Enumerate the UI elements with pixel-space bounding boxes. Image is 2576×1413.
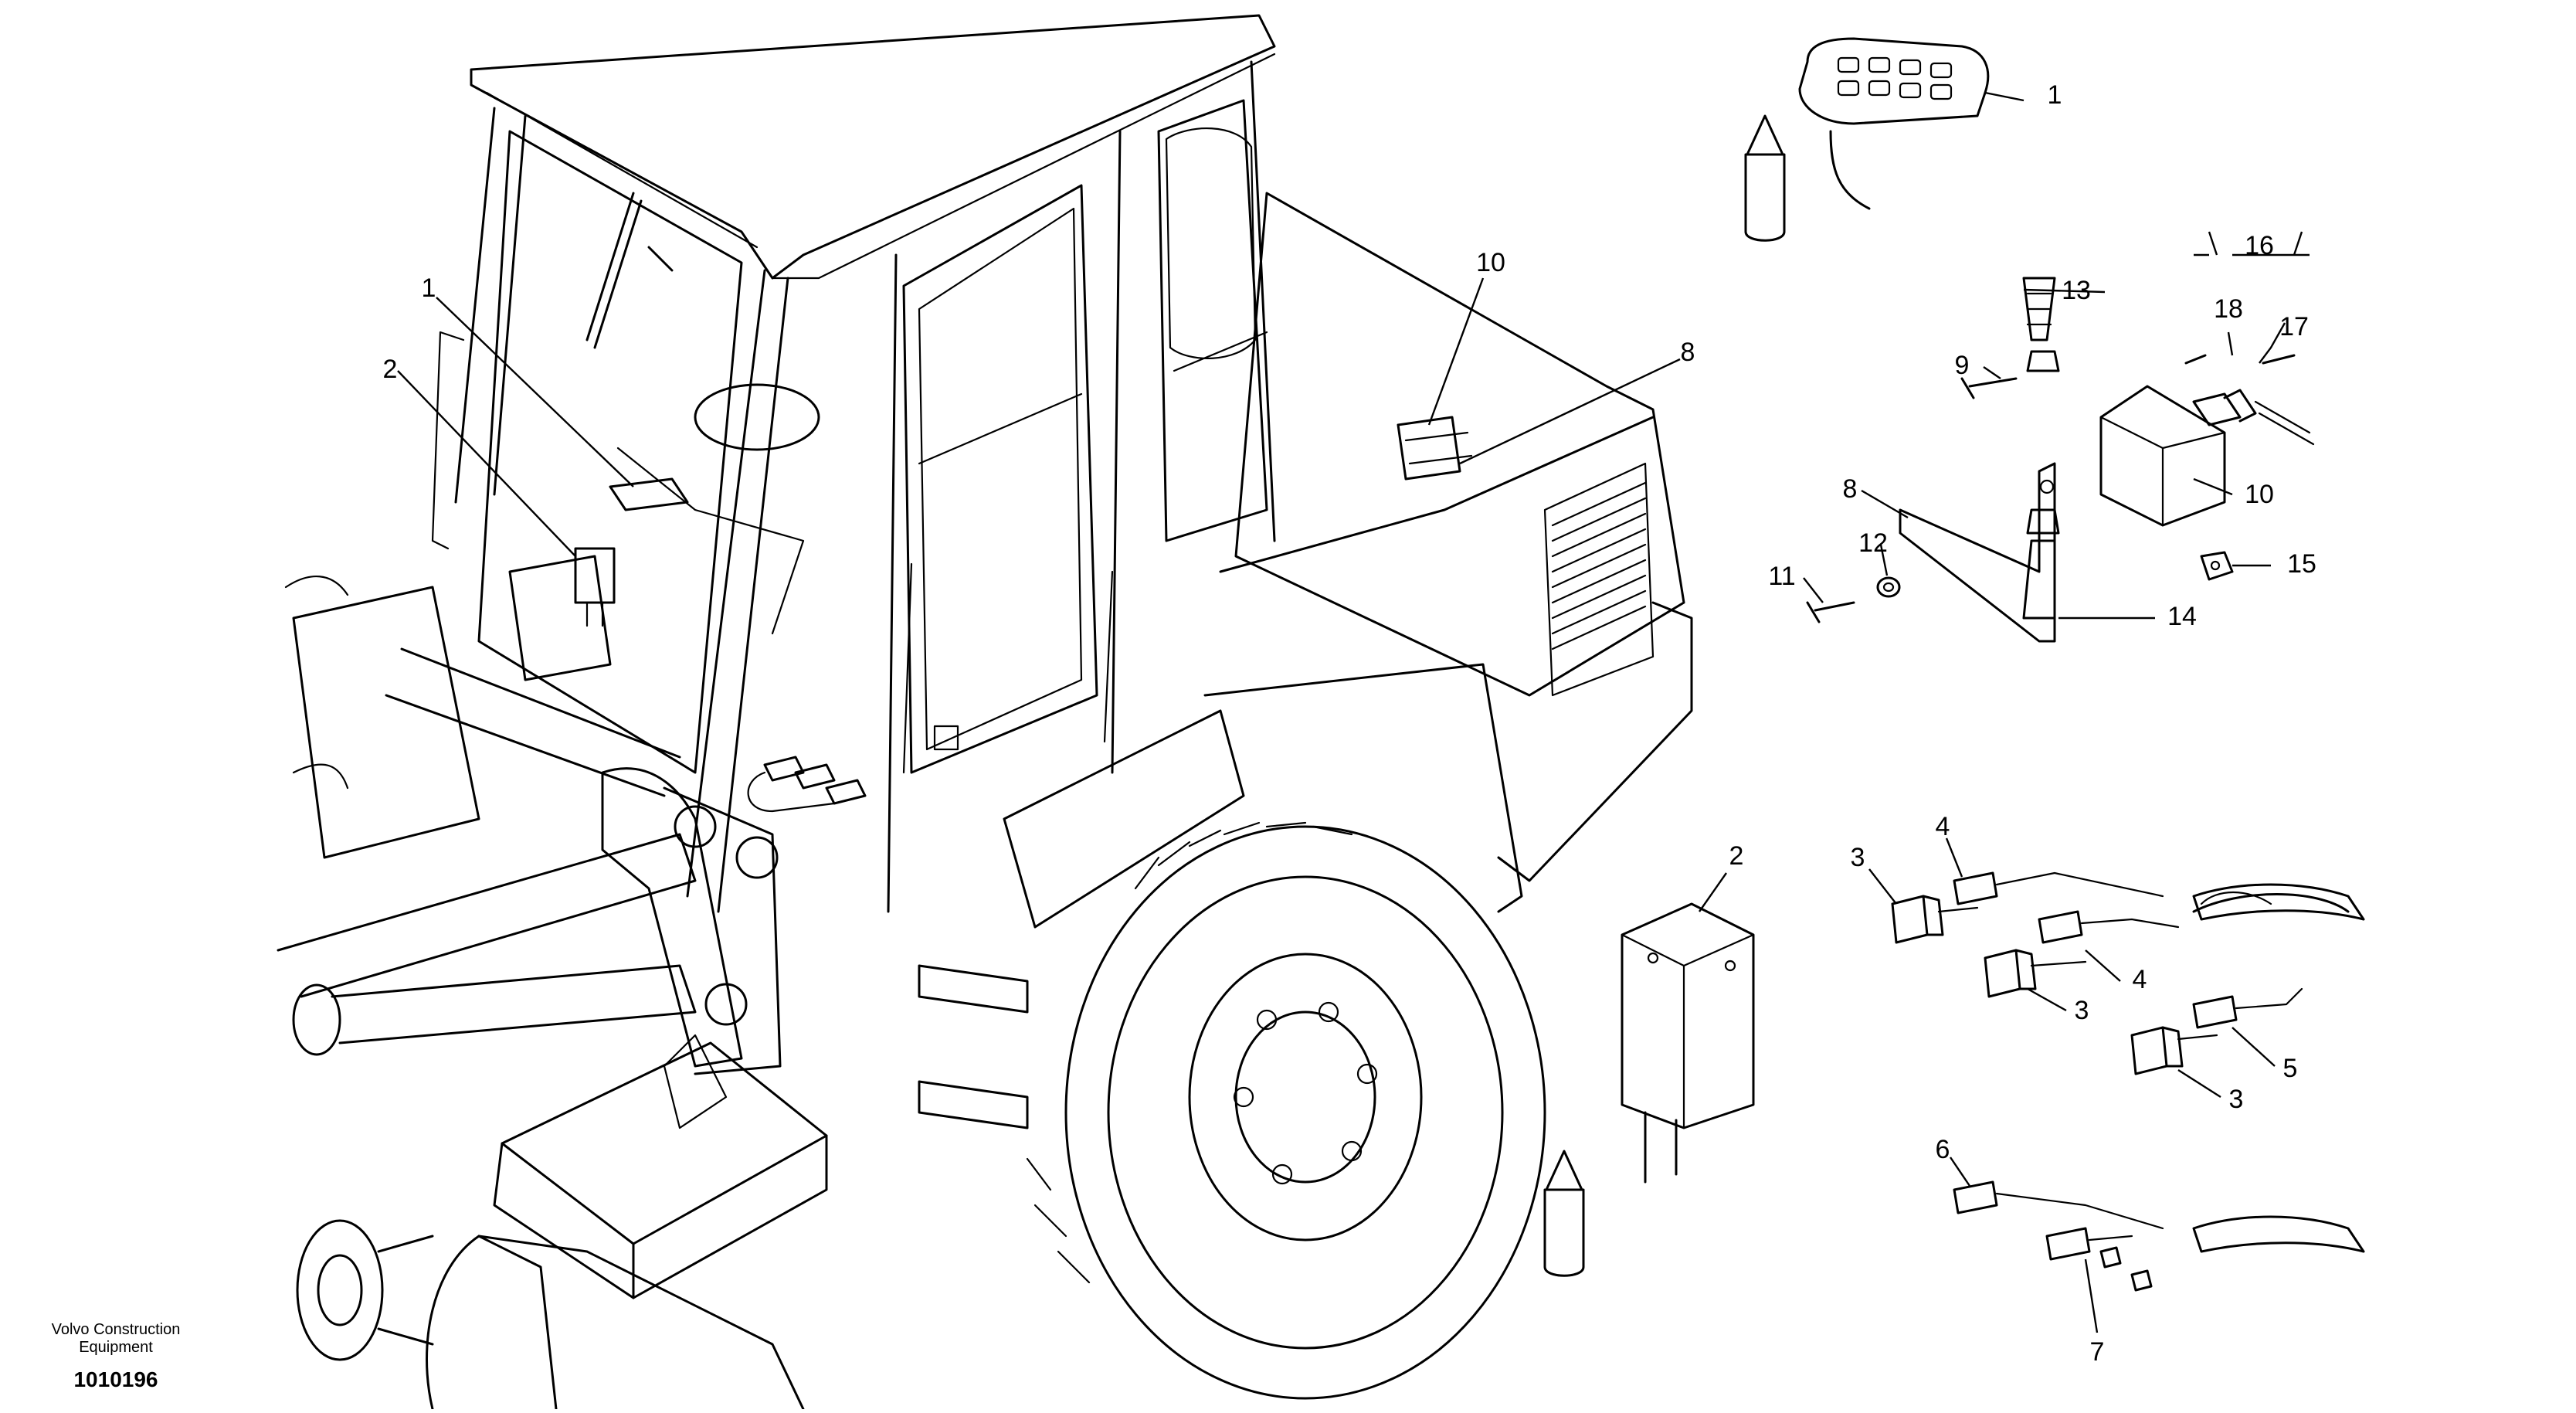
- callout-8-bracket: 8: [1843, 474, 1858, 504]
- callout-1-keypad: 1: [2048, 80, 2062, 110]
- callout-10-machine: 10: [1476, 248, 1505, 277]
- brand-line-2: Equipment: [79, 1339, 153, 1356]
- callout-11: 11: [1768, 562, 1795, 591]
- callout-16: 16: [2245, 231, 2274, 260]
- brand-line-1: Volvo Construction: [52, 1321, 181, 1338]
- callout-15: 15: [2287, 549, 2316, 579]
- callout-2-box: 2: [1729, 841, 1744, 871]
- callout-6: 6: [1936, 1135, 1950, 1164]
- callout-12: 12: [1858, 528, 1888, 558]
- callout-13: 13: [2062, 276, 2091, 305]
- callout-9: 9: [1955, 351, 1970, 380]
- exploded-parts: [1543, 37, 2365, 1292]
- figure-caption: Volvo Construction Equipment 1010196: [52, 1321, 181, 1391]
- callout-5: 5: [2283, 1054, 2298, 1083]
- callout-2-machine: 2: [383, 355, 398, 384]
- callout-3-lower: 3: [2229, 1085, 2244, 1114]
- callout-4-upper: 4: [1936, 812, 1950, 841]
- callout-1-machine: 1: [422, 273, 436, 303]
- callout-4-middle: 4: [2133, 965, 2147, 994]
- leader-lines: [397, 91, 2310, 1333]
- callout-8-machine: 8: [1681, 338, 1695, 367]
- callout-7: 7: [2090, 1337, 2105, 1367]
- wheel-loader-illustration: [277, 14, 1693, 1411]
- callout-3-middle: 3: [2075, 996, 2089, 1025]
- callout-18: 18: [2214, 294, 2243, 324]
- figure-number: 1010196: [73, 1367, 158, 1391]
- callout-numbers: 1 2 10 8 1 16 13 18 17 9 10 8 12 11 15 1…: [383, 80, 2316, 1367]
- callout-17: 17: [2279, 312, 2309, 341]
- callout-3-upper: 3: [1851, 843, 1865, 872]
- callout-14: 14: [2167, 602, 2197, 631]
- callout-10-relay: 10: [2245, 480, 2274, 509]
